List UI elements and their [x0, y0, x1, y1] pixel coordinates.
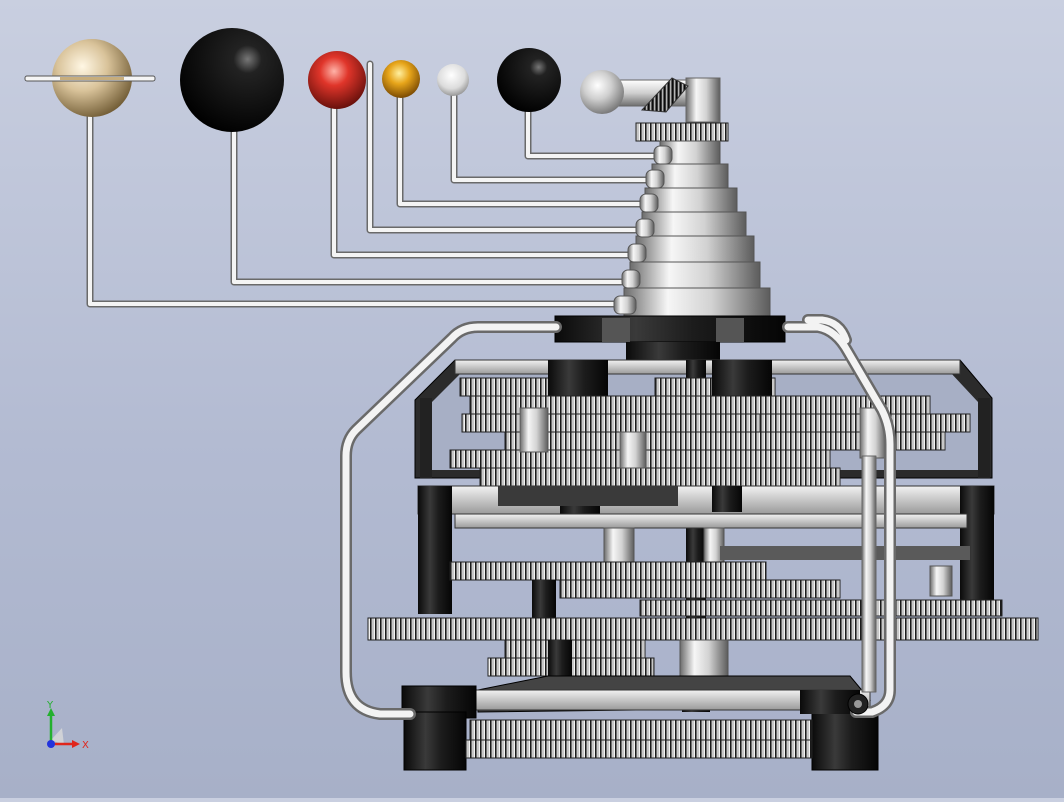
middle-frame[interactable]	[417, 485, 995, 614]
gear-train-lower[interactable]	[449, 561, 1003, 620]
y-axis-label: Y	[46, 700, 54, 711]
main-drive-gear[interactable]	[367, 617, 1039, 641]
jupiter-planet[interactable]	[180, 28, 284, 132]
mars-planet[interactable]	[308, 51, 366, 109]
saturn-planet[interactable]	[24, 39, 156, 117]
planet-rods	[86, 60, 660, 308]
x-axis-label: X	[82, 740, 89, 751]
earth-planet[interactable]	[497, 48, 561, 112]
coordinate-triad: Y X	[40, 698, 100, 758]
sun-arm[interactable]	[580, 70, 721, 123]
drive-tubes[interactable]	[340, 314, 896, 720]
gear-train-upper[interactable]	[449, 360, 971, 487]
spindle-stack[interactable]	[613, 122, 771, 317]
venus-planet[interactable]	[382, 60, 420, 98]
z-axis-dot	[47, 740, 55, 748]
mercury-planet[interactable]	[437, 64, 469, 96]
base-plate[interactable]	[401, 675, 879, 771]
upper-hub[interactable]	[554, 315, 786, 362]
